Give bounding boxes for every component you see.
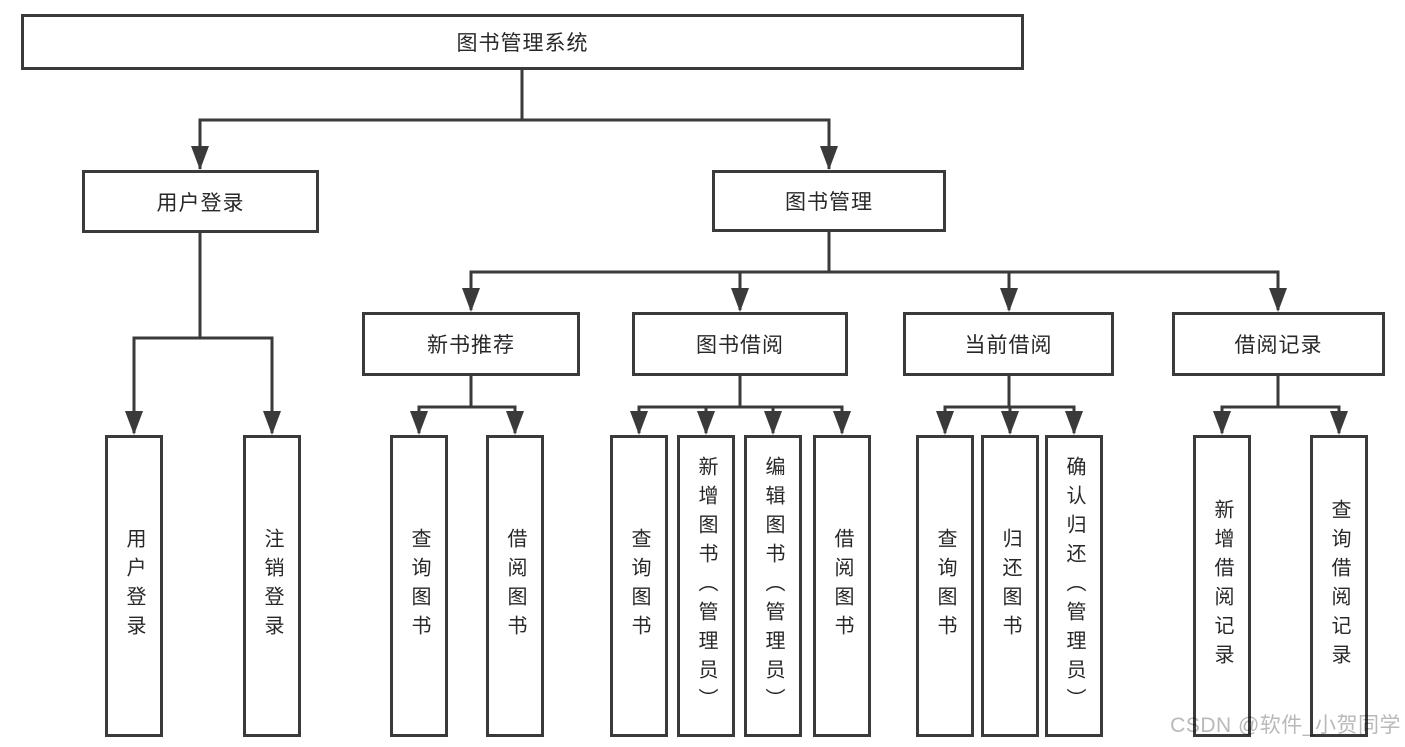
- node-label: 图书管理: [785, 191, 873, 214]
- leaf-confirm-return-admin: 确认归还（管理员）: [1045, 435, 1103, 737]
- node-new-book-recommend: 新书推荐: [362, 312, 580, 376]
- leaf-borrow-books-recommend: 借阅图书: [486, 435, 544, 737]
- leaf-return-book: 归还图书: [981, 435, 1039, 737]
- node-label: 新增借阅记录: [1211, 499, 1233, 673]
- node-library-system: 图书管理系统: [21, 14, 1024, 70]
- leaf-edit-book-admin: 编辑图书（管理员）: [744, 435, 802, 737]
- node-label: 图书管理系统: [456, 32, 589, 55]
- node-label: 查询借阅记录: [1328, 499, 1350, 673]
- node-label: 注销登录: [261, 528, 283, 644]
- node-label: 新增图书（管理员）: [695, 455, 717, 717]
- node-label: 借阅图书: [831, 528, 853, 644]
- leaf-borrow-books: 借阅图书: [813, 435, 871, 737]
- leaf-user-login: 用户登录: [105, 435, 163, 737]
- node-label: 图书借阅: [696, 334, 784, 357]
- node-label: 当前借阅: [964, 334, 1053, 357]
- node-borrow-records: 借阅记录: [1172, 312, 1385, 376]
- node-book-borrow: 图书借阅: [632, 312, 848, 376]
- leaf-query-books-recommend: 查询图书: [390, 435, 448, 737]
- node-book-management: 图书管理: [712, 170, 946, 232]
- node-label: 新书推荐: [427, 334, 515, 357]
- leaf-query-borrow-record: 查询借阅记录: [1310, 435, 1368, 737]
- node-label: 用户登录: [123, 528, 145, 644]
- node-label: 借阅图书: [504, 528, 526, 644]
- leaf-add-book-admin: 新增图书（管理员）: [677, 435, 735, 737]
- leaf-logout: 注销登录: [243, 435, 301, 737]
- node-user-login: 用户登录: [82, 170, 319, 233]
- leaf-query-books-borrow: 查询图书: [610, 435, 668, 737]
- node-label: 归还图书: [999, 528, 1021, 644]
- leaf-add-borrow-record: 新增借阅记录: [1193, 435, 1251, 737]
- node-current-borrow: 当前借阅: [903, 312, 1114, 376]
- node-label: 查询图书: [628, 528, 650, 644]
- csdn-watermark: CSDN @软件_小贺同学: [1170, 714, 1401, 737]
- node-label: 确认归还（管理员）: [1063, 455, 1085, 717]
- node-label: 查询图书: [408, 528, 430, 644]
- node-label: 查询图书: [934, 528, 956, 644]
- node-label: 借阅记录: [1234, 334, 1323, 357]
- leaf-query-books-current: 查询图书: [916, 435, 974, 737]
- node-label: 用户登录: [156, 191, 245, 215]
- node-label: 编辑图书（管理员）: [762, 455, 784, 717]
